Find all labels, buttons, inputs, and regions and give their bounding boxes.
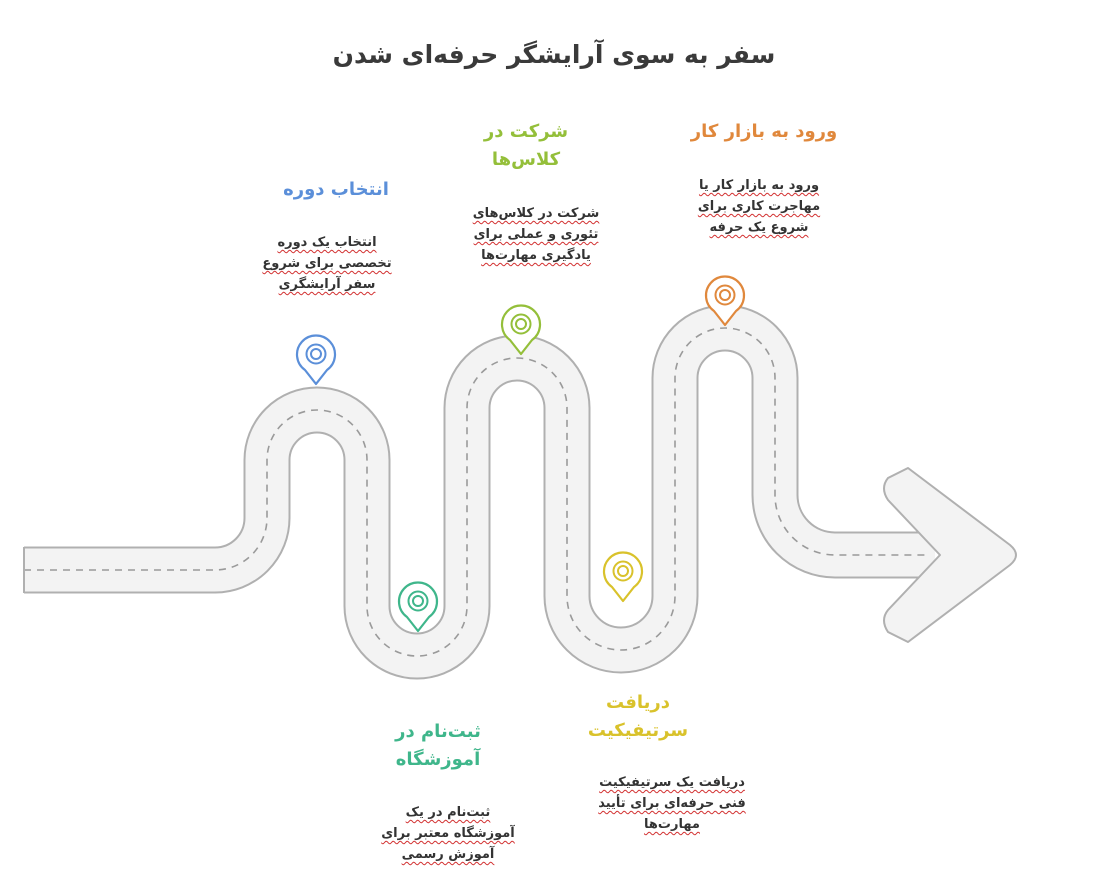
map-pin-icon-teal <box>397 581 439 633</box>
map-pin-icon-blue <box>295 334 337 386</box>
map-pin-icon-green <box>500 304 542 356</box>
map-pin-icon-yellow <box>602 551 644 603</box>
step-description-4: دریافت یک سرتیفیکیت فنی حرفه‌ای برای تأی… <box>598 775 746 832</box>
road-arrow-head <box>883 467 1017 643</box>
step-description-2: ثبت‌نام در یک آموزشگاه معتبر برای آموزش … <box>381 805 515 862</box>
step-title-1: انتخاب دوره <box>283 179 389 200</box>
step-title-2: ثبت‌نام در آموزشگاه <box>395 721 481 770</box>
map-pin-icon-orange <box>704 275 746 327</box>
step-title-3: شرکت در کلاس‌ها <box>483 121 569 170</box>
step-description-1: انتخاب یک دوره تخصصی برای شروع سفر آرایش… <box>262 235 392 292</box>
step-title-4: دریافت سرتیفیکیت <box>587 692 689 741</box>
step-title-5: ورود به بازار کار <box>690 121 838 142</box>
diagram-title: سفر به سوی آرایشگر حرفه‌ای شدن <box>332 40 776 69</box>
road-center-line <box>24 327 930 657</box>
step-description-3: شرکت در کلاس‌های تئوری و عملی برای یادگی… <box>472 206 600 263</box>
step-description-5: ورود به بازار کار یا مهاجرت کاری برای شر… <box>697 178 821 235</box>
